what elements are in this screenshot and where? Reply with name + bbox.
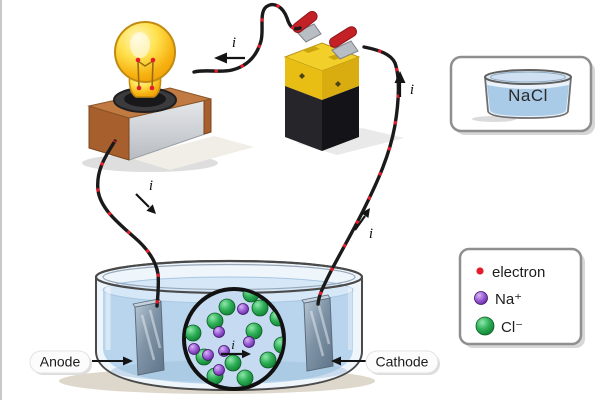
battery <box>283 10 361 151</box>
clip-jaw <box>296 23 322 43</box>
clip-jaw <box>331 40 359 60</box>
anode-sheen <box>140 309 162 361</box>
filament <box>137 60 154 67</box>
battery-right-black <box>322 86 359 151</box>
legend-electron-label: electron <box>492 264 545 281</box>
current-arrowhead <box>146 204 156 214</box>
battery-polarity-mark <box>335 81 341 87</box>
anode-pill <box>29 350 91 374</box>
stand-right-edge <box>203 98 212 135</box>
wire-bulb-to-battery <box>192 2 302 74</box>
cathode-pointer-arrowhead <box>331 356 341 366</box>
electron-swatch <box>476 267 484 275</box>
anode-electrode <box>132 298 165 376</box>
chloride-ion <box>224 354 242 372</box>
chloride-ion <box>185 324 202 342</box>
current-arrowhead <box>242 349 251 359</box>
sodium-swatch <box>474 291 488 305</box>
wire-battery-to-cathode <box>316 45 401 306</box>
chloride-ion <box>251 299 269 317</box>
alligator-clip-right <box>329 26 359 60</box>
chloride-ion <box>218 298 236 316</box>
chloride-swatch <box>475 316 495 336</box>
current-arrows: i i i i <box>135 35 414 242</box>
cathode-callout: Cathode <box>331 350 440 375</box>
cathode-top <box>301 294 331 304</box>
ion-field <box>185 290 283 387</box>
current-label-left: i <box>149 178 153 194</box>
sodium-ion <box>188 343 200 355</box>
legend-chloride-label: Cl⁻ <box>501 319 523 336</box>
cathode-electrode <box>301 294 334 372</box>
clip-handle <box>329 26 357 48</box>
stand-floor-sheet <box>130 136 254 170</box>
anode-pointer-arrowhead <box>123 356 133 366</box>
sodium-ion <box>213 326 225 338</box>
sodium-ion <box>202 349 214 361</box>
chloride-ion <box>259 351 277 369</box>
battery-right-yellow <box>322 57 359 100</box>
magnifier-circle: i <box>182 287 286 391</box>
chloride-ion <box>236 369 254 387</box>
battery-terminal <box>302 46 320 53</box>
dish-liquid <box>487 85 569 116</box>
battery-left-yellow <box>285 57 322 100</box>
cathode-pill <box>365 350 439 374</box>
electron-dot <box>135 57 141 63</box>
current-label-right-battery: i <box>410 82 414 98</box>
current-label-right: i <box>369 226 373 242</box>
legend-sodium-label: Na⁺ <box>495 291 522 308</box>
current-arrowhead <box>394 71 406 83</box>
battery-left-black <box>285 86 322 151</box>
current-arrowhead <box>214 52 227 64</box>
filament-wires <box>137 60 154 91</box>
nacl-sample-box: NaCl <box>449 55 595 135</box>
electron-dot <box>136 85 142 91</box>
current-label-top: i <box>232 35 236 51</box>
sodium-ion <box>237 303 249 315</box>
wire-stand-to-anode <box>96 139 161 308</box>
electron-dot <box>149 85 155 91</box>
light-bulb <box>113 21 177 113</box>
dish-rim-inner <box>490 71 566 83</box>
sodium-ion <box>213 364 225 376</box>
cathode-sheen <box>309 305 331 357</box>
cathode-label: Cathode <box>376 354 429 370</box>
anode-label: Anode <box>40 354 81 370</box>
anode-callout: Anode <box>29 350 133 375</box>
legend-box: electron Na⁺ Cl⁻ <box>458 247 585 348</box>
current-arrow-left-down <box>135 193 150 208</box>
circuit-wires <box>96 2 401 308</box>
current-arrow-right-up <box>354 215 366 231</box>
battery-polarity-mark <box>299 73 305 79</box>
sodium-ion <box>243 336 255 348</box>
electron-dot <box>150 57 156 63</box>
current-label-magnifier: i <box>231 337 235 352</box>
bulb-highlight <box>130 32 150 58</box>
alligator-clip-left <box>292 10 322 43</box>
current-arrowhead <box>361 208 370 218</box>
nacl-label: NaCl <box>508 86 548 105</box>
